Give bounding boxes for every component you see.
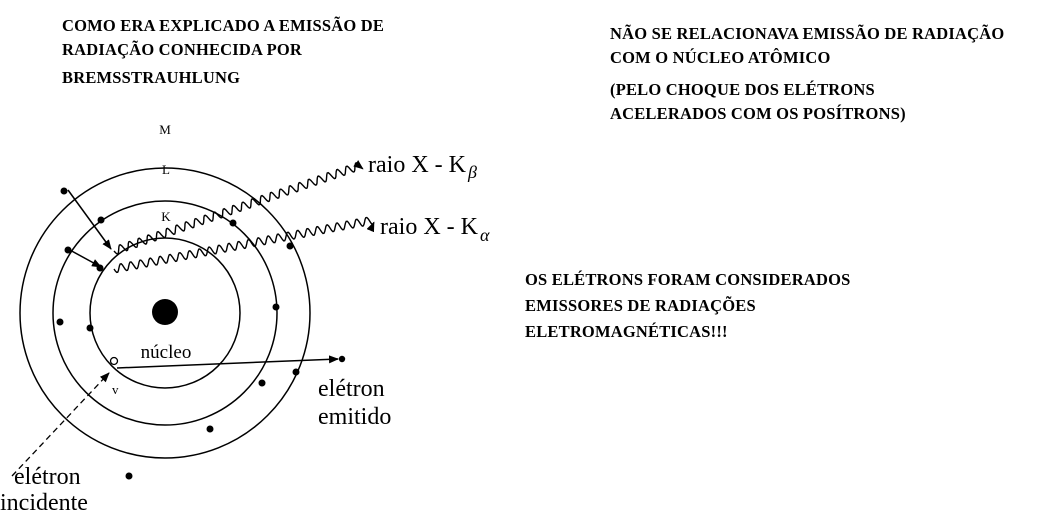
note-line: EMISSORES DE RADIAÇÕES bbox=[525, 296, 756, 315]
transition-arrow-l-to-k bbox=[67, 189, 112, 250]
label-line: elétron bbox=[14, 464, 81, 490]
transition-arrow-m-to-k bbox=[67, 248, 102, 268]
emitted-electron-label: elétron emitido bbox=[318, 376, 391, 430]
note-line: OS ELÉTRONS FORAM CONSIDERADOS bbox=[525, 270, 851, 289]
wave-k-beta bbox=[113, 160, 364, 255]
ray-label-sub: β bbox=[467, 162, 477, 182]
shell-label-l: L bbox=[162, 162, 170, 177]
nucleus-label: núcleo bbox=[141, 342, 192, 363]
electron bbox=[60, 187, 68, 195]
electron bbox=[292, 368, 300, 376]
note-middle-right: OS ELÉTRONS FORAM CONSIDERADOS EMISSORES… bbox=[525, 267, 851, 345]
label-line: emitido bbox=[318, 404, 391, 430]
electron bbox=[86, 324, 94, 332]
ray-label-text: raio X - K bbox=[380, 214, 479, 240]
wave-k-alpha bbox=[113, 216, 375, 274]
electrons-m bbox=[60, 187, 300, 480]
electron bbox=[56, 318, 64, 326]
note-line: ACELERADOS COM OS POSÍTRONS) bbox=[610, 104, 906, 123]
electron bbox=[64, 246, 72, 254]
ray-label-sub: α bbox=[480, 225, 490, 245]
label-line: elétron bbox=[318, 376, 385, 402]
note-line: COM O NÚCLEO ATÔMICO bbox=[610, 48, 831, 67]
shell-label-m: M bbox=[159, 122, 171, 137]
electron bbox=[286, 242, 294, 250]
electrons-l bbox=[56, 216, 280, 433]
shell-l bbox=[52, 200, 278, 426]
electron bbox=[272, 303, 280, 311]
note-line: (PELO CHOQUE DOS ELÉTRONS bbox=[610, 80, 875, 99]
incident-electron-path bbox=[11, 372, 110, 477]
note-top-left: COMO ERA EXPLICADO A EMISSÃO DE RADIAÇÃO… bbox=[62, 14, 384, 90]
note-top-right: NÃO SE RELACIONAVA EMISSÃO DE RADIAÇÃO C… bbox=[610, 22, 1004, 126]
note-line: ELETROMAGNÉTICAS!!! bbox=[525, 322, 728, 341]
incident-electron-label: elétron incidente bbox=[0, 464, 88, 516]
electron bbox=[229, 219, 237, 227]
note-line: NÃO SE RELACIONAVA EMISSÃO DE RADIAÇÃO bbox=[610, 24, 1005, 43]
shell-m bbox=[19, 167, 311, 459]
note-line: BREMSSTRAUHLUNG bbox=[62, 68, 241, 87]
ray-label-text: raio X - K bbox=[368, 152, 467, 178]
vacancy-label: v bbox=[112, 382, 119, 397]
electron bbox=[125, 472, 133, 480]
label-line: incidente bbox=[0, 490, 88, 516]
electron bbox=[206, 425, 214, 433]
electron bbox=[258, 379, 266, 387]
nucleus bbox=[152, 299, 178, 325]
electron bbox=[97, 216, 105, 224]
vacancy bbox=[109, 356, 119, 366]
note-line: COMO ERA EXPLICADO A EMISSÃO DE bbox=[62, 16, 385, 35]
emitted-electron-arrow bbox=[116, 355, 339, 369]
emitted-electron bbox=[338, 355, 346, 363]
note-line: RADIAÇÃO CONHECIDA POR bbox=[62, 40, 302, 59]
shell-label-k: K bbox=[161, 209, 171, 224]
